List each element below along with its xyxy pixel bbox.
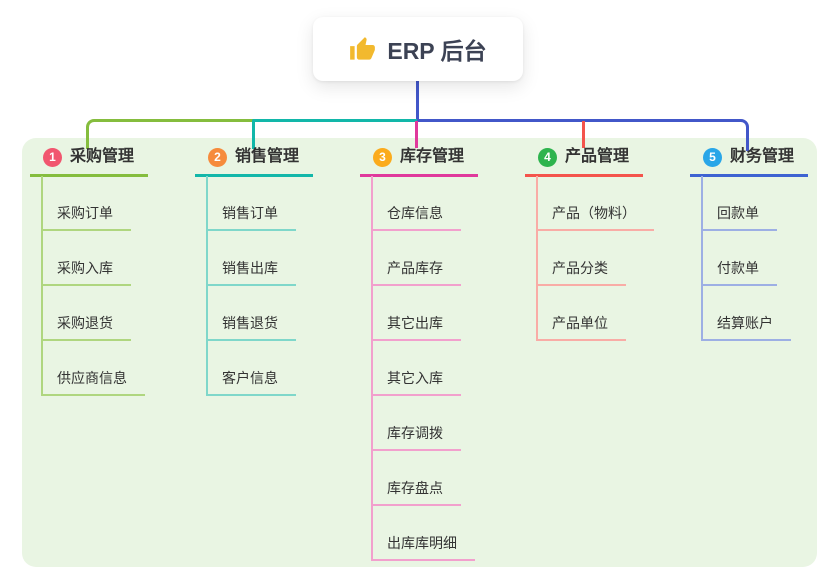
child-node[interactable]: 回款单 [701,204,777,231]
connector-branch-1 [86,119,255,149]
connector-branch-5 [417,119,749,151]
branch-spine [371,176,373,561]
thumbs-up-icon [349,36,376,63]
connector-branch-2 [252,119,418,149]
branch-label-text: 采购管理 [70,148,135,165]
branch-label-text: 销售管理 [235,148,300,165]
child-node[interactable]: 销售出库 [206,259,296,286]
background-panel [22,138,817,567]
badge-1: 1 [43,147,62,167]
child-node[interactable]: 付款单 [701,259,777,286]
child-node[interactable]: 产品库存 [371,259,461,286]
child-node[interactable]: 其它出库 [371,314,461,341]
child-node[interactable]: 供应商信息 [41,369,145,396]
branch-label-text: 产品管理 [565,148,630,165]
connector-branch-3 [415,121,418,148]
child-node[interactable]: 产品分类 [536,259,626,286]
root-connector [416,81,419,122]
branch-node-4[interactable]: 4 产品管理 [525,146,643,177]
branch-node-1[interactable]: 1 采购管理 [30,146,148,177]
branch-node-5[interactable]: 5 财务管理 [690,146,808,177]
branch-spine [206,176,208,396]
child-node[interactable]: 库存调拨 [371,424,461,451]
badge-3: 3 [373,147,392,167]
child-node[interactable]: 产品（物料） [536,204,654,231]
badge-2: 2 [208,147,227,167]
badge-5: 5 [703,147,722,167]
branch-node-2[interactable]: 2 销售管理 [195,146,313,177]
child-node[interactable]: 产品单位 [536,314,626,341]
badge-4: 4 [538,147,557,167]
child-node[interactable]: 其它入库 [371,369,461,396]
child-node[interactable]: 销售订单 [206,204,296,231]
child-node[interactable]: 采购退货 [41,314,131,341]
child-node[interactable]: 库存盘点 [371,479,461,506]
branch-label-text: 财务管理 [730,148,795,165]
branch-spine [41,176,43,396]
branch-node-3[interactable]: 3 库存管理 [360,146,478,177]
branch-spine [536,176,538,341]
root-node[interactable]: ERP 后台 [313,17,523,81]
child-node[interactable]: 客户信息 [206,369,296,396]
child-node[interactable]: 采购入库 [41,259,131,286]
child-node[interactable]: 出库库明细 [371,534,475,561]
connector-branch-4 [582,121,585,148]
branch-spine [701,176,703,341]
child-node[interactable]: 销售退货 [206,314,296,341]
root-node-label: ERP 后台 [387,38,487,64]
child-node[interactable]: 结算账户 [701,314,791,341]
child-node[interactable]: 仓库信息 [371,204,461,231]
branch-label-text: 库存管理 [400,148,465,165]
child-node[interactable]: 采购订单 [41,204,131,231]
